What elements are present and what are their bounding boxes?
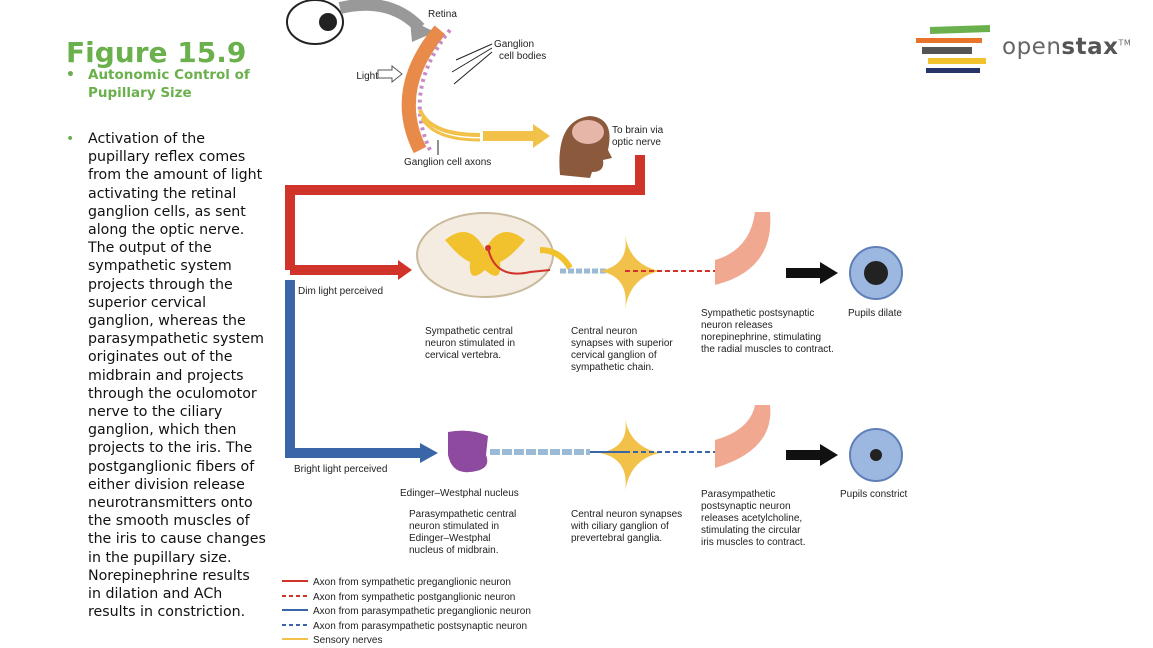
constrict-arrow <box>820 444 838 466</box>
radial-iris-muscle <box>715 212 771 285</box>
label-dim-light: Dim light perceived <box>298 286 383 297</box>
label-ganglion-bodies: cell bodies <box>499 51 546 62</box>
bullet-list: Autonomic Control of Pupillary Size Acti… <box>66 66 266 621</box>
label-light: Light <box>356 71 378 82</box>
label-central-ciliary: Central neuron synapses with ciliary gan… <box>570 509 685 544</box>
retina <box>401 25 481 154</box>
label-line: Central neuron synapses <box>571 509 682 520</box>
label-line: neuron stimulated in <box>425 338 515 349</box>
logo-text: open <box>1002 34 1062 60</box>
light-arrow <box>377 64 403 84</box>
logo-bar <box>926 68 980 73</box>
label-line: Edinger–Westphal <box>409 533 491 544</box>
label-line: prevertebral ganglia. <box>571 533 662 544</box>
circular-iris-muscle <box>715 405 771 468</box>
label-line: releases acetylcholine, <box>701 513 802 524</box>
sensory-arrow <box>483 131 533 141</box>
label-symp-post: Sympathetic postsynaptic neuron releases… <box>701 308 834 355</box>
legend-item: Axon from parasympathetic postsynaptic n… <box>313 621 527 632</box>
label-line: Central neuron <box>571 326 637 337</box>
logo-text: stax <box>1061 34 1119 60</box>
sympathetic-path <box>285 155 645 270</box>
label-central-superior: Central neuron synapses with superior ce… <box>571 326 676 373</box>
label-line: Parasympathetic <box>701 489 775 500</box>
logo-bar <box>916 38 982 43</box>
dilate-arrow <box>820 262 838 284</box>
label-line: iris muscles to contract. <box>701 537 805 548</box>
label-line: cervical ganglion of <box>571 350 657 361</box>
edinger-westphal-nucleus <box>448 430 488 473</box>
label-ew-nucleus: Edinger–Westphal nucleus <box>400 488 519 499</box>
label-line: norepinephrine, stimulating <box>701 332 821 343</box>
label-line: nucleus of midbrain. <box>409 545 499 556</box>
bullet-item: Autonomic Control of Pupillary Size <box>66 66 266 102</box>
pupillary-reflex-diagram: Retina Ganglion cell bodies Light Gangli… <box>282 0 907 646</box>
superior-cervical-ganglion <box>600 235 660 310</box>
label-ganglion-axons: Ganglion cell axons <box>404 157 491 168</box>
logo-bar <box>922 47 972 54</box>
label-to-brain: optic nerve <box>612 137 661 148</box>
logo-bar <box>929 24 991 35</box>
eye-sketch <box>286 0 435 45</box>
label-retina: Retina <box>428 9 457 20</box>
label-pupils-dilate: Pupils dilate <box>848 308 902 319</box>
label-line: the radial muscles to contract. <box>701 344 834 355</box>
label-to-brain: To brain via <box>612 125 664 136</box>
sensory-arrow-head <box>533 124 550 148</box>
logo-wordmark: openstaxTM <box>1002 34 1131 60</box>
label-line: Parasympathetic central <box>409 509 516 520</box>
legend-item: Sensory nerves <box>313 635 382 646</box>
label-pupils-constrict: Pupils constrict <box>840 489 907 500</box>
legend-item: Axon from sympathetic preganglionic neur… <box>313 577 511 588</box>
label-line: Sympathetic postsynaptic <box>701 308 814 319</box>
label-line: neuron stimulated in <box>409 521 499 532</box>
label-line: stimulating the circular <box>701 525 801 536</box>
label-para-central: Parasympathetic central neuron stimulate… <box>409 509 519 556</box>
label-line: neuron releases <box>701 320 773 331</box>
legend-item: Axon from sympathetic postganglionic neu… <box>313 592 515 603</box>
bullet-item: Activation of the pupillary reflex comes… <box>66 130 266 621</box>
label-bright-light: Bright light perceived <box>294 464 387 475</box>
label-symp-central: Sympathetic central neuron stimulated in… <box>425 326 518 361</box>
openstax-logo <box>916 24 991 73</box>
spinal-cord <box>416 212 573 298</box>
slide-title: Figure 15.9 <box>66 36 247 69</box>
label-line: postsynaptic neuron <box>701 501 791 512</box>
ciliary-ganglion <box>600 418 660 492</box>
label-line: sympathetic chain. <box>571 362 654 373</box>
label-line: with ciliary ganglion of <box>570 521 669 532</box>
logo-bar <box>928 58 986 64</box>
label-line: cervical vertebra. <box>425 350 501 361</box>
label-ganglion-bodies: Ganglion <box>494 39 534 50</box>
legend: Axon from sympathetic preganglionic neur… <box>282 577 531 646</box>
label-para-post: Parasympathetic postsynaptic neuron rele… <box>701 489 805 548</box>
legend-item: Axon from parasympathetic preganglionic … <box>313 606 531 617</box>
label-line: Sympathetic central <box>425 326 513 337</box>
head-brain <box>559 116 612 178</box>
label-line: synapses with superior <box>571 338 673 349</box>
logo-trademark: TM <box>1118 38 1132 48</box>
parasympathetic-path <box>285 280 420 458</box>
